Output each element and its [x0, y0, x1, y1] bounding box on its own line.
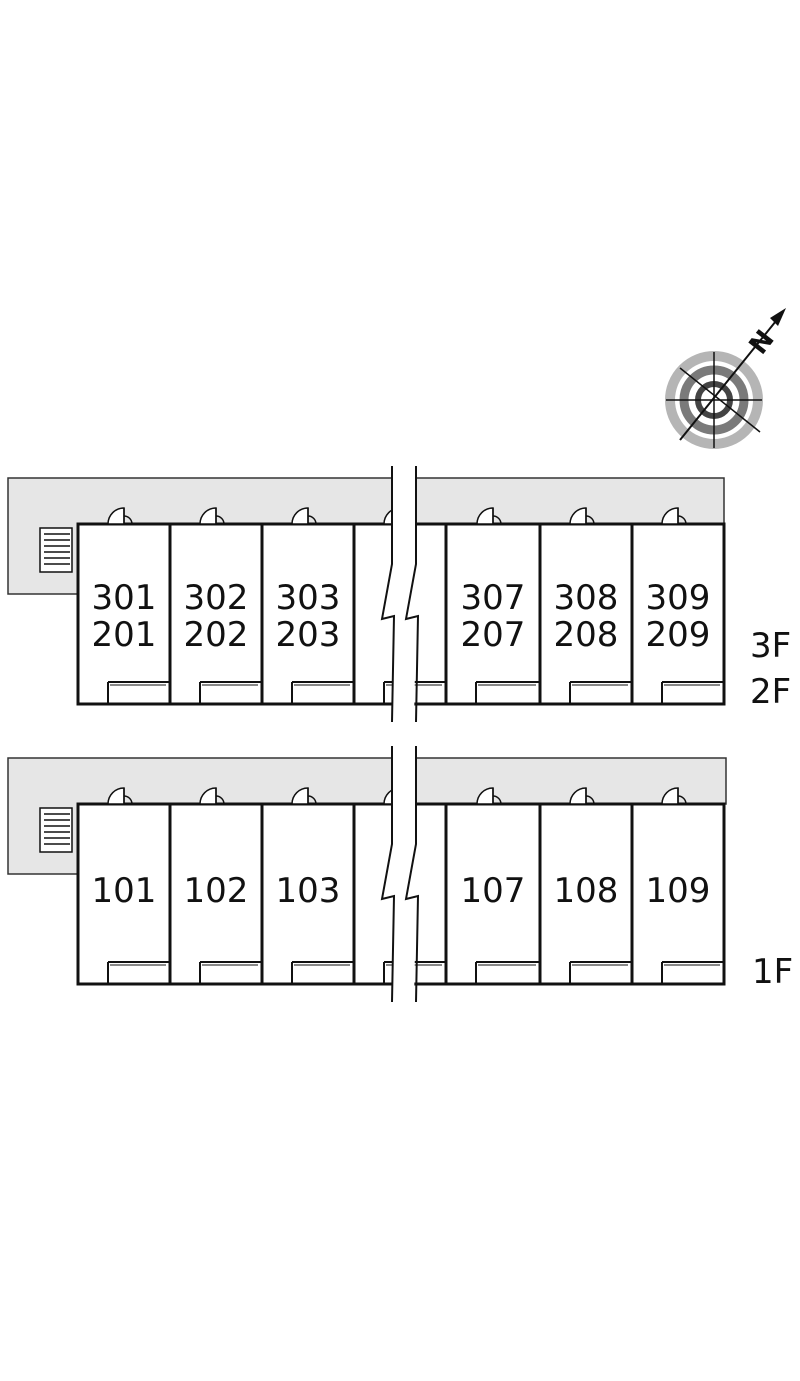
balcony-icon — [199, 961, 262, 984]
door-icon — [291, 507, 317, 525]
balcony-icon — [107, 961, 170, 984]
unit-number: 203 — [276, 615, 341, 655]
door-icon — [291, 787, 317, 805]
break-marker-icon — [380, 746, 420, 1003]
unit-number: 201 — [92, 615, 157, 655]
balcony-icon — [569, 681, 632, 704]
lower-block: 101 102 103 107 108 109 1F — [7, 746, 793, 1003]
unit-number: 309 — [646, 578, 711, 618]
unit-number: 202 — [184, 615, 249, 655]
unit-number: 108 — [554, 871, 619, 911]
lower-stairs-icon — [39, 807, 73, 853]
unit-5: 108 — [538, 787, 632, 984]
balcony-icon — [475, 961, 540, 984]
compass-icon: N — [665, 308, 786, 449]
floor-label-1f: 1F — [752, 952, 793, 992]
unit-0: 101 — [92, 787, 170, 984]
unit-number: 208 — [554, 615, 619, 655]
balcony-icon — [661, 961, 724, 984]
balcony-icon — [291, 681, 354, 704]
unit-2: 103 — [260, 787, 354, 984]
unit-number: 101 — [92, 871, 157, 911]
unit-number: 303 — [276, 578, 341, 618]
floor-label-2f: 2F — [750, 672, 791, 712]
unit-1: 102 — [168, 787, 262, 984]
door-icon — [569, 787, 595, 805]
door-icon — [476, 507, 502, 525]
door-icon — [661, 507, 687, 525]
door-icon — [199, 787, 225, 805]
unit-number: 107 — [461, 871, 526, 911]
balcony-icon — [291, 961, 354, 984]
break-marker-icon — [380, 466, 420, 723]
unit-number: 307 — [461, 578, 526, 618]
door-icon — [107, 787, 133, 805]
unit-6: 109 — [630, 787, 724, 984]
door-icon — [199, 507, 225, 525]
unit-number: 109 — [646, 871, 711, 911]
balcony-icon — [569, 961, 632, 984]
balcony-icon — [475, 681, 540, 704]
upper-stairs-icon — [39, 527, 73, 573]
unit-number: 103 — [276, 871, 341, 911]
unit-number: 301 — [92, 578, 157, 618]
floor-label-3f: 3F — [750, 626, 791, 666]
balcony-icon — [107, 681, 170, 704]
unit-number: 207 — [461, 615, 526, 655]
door-icon — [107, 507, 133, 525]
balcony-icon — [661, 681, 724, 704]
unit-number: 308 — [554, 578, 619, 618]
unit-number: 102 — [184, 871, 249, 911]
unit-4: 107 — [444, 787, 540, 984]
door-icon — [476, 787, 502, 805]
unit-number: 302 — [184, 578, 249, 618]
unit-number: 209 — [646, 615, 711, 655]
balcony-icon — [199, 681, 262, 704]
door-icon — [569, 507, 595, 525]
door-icon — [661, 787, 687, 805]
